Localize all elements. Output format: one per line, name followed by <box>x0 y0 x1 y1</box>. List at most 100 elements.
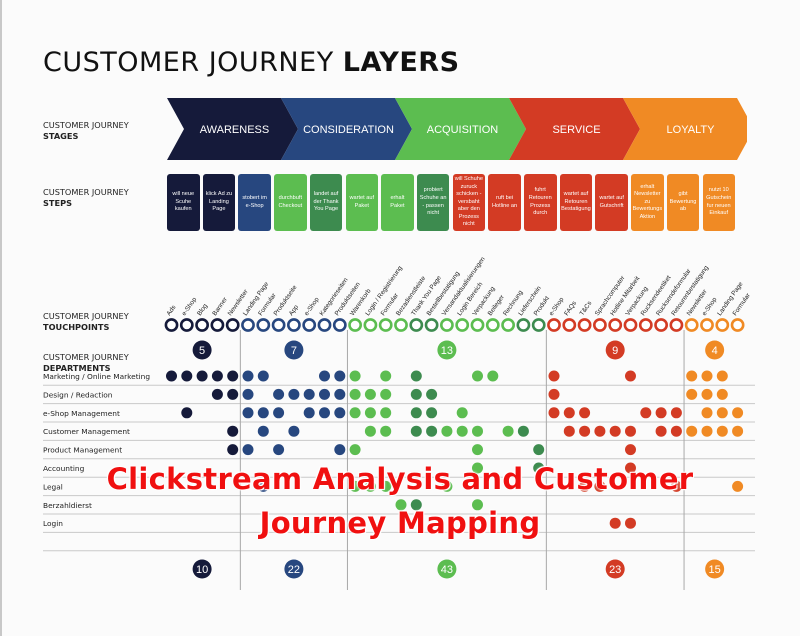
stage-loyalty: LOYALTY <box>623 98 747 160</box>
department-touchpoint-dot <box>196 370 208 382</box>
department-touchpoint-dot <box>548 407 560 419</box>
total-circle <box>605 559 625 579</box>
touchpoint-ring <box>378 318 393 332</box>
touchpoint-count-badge: 5 <box>192 340 212 360</box>
overlay-title-line2: Journey Mapping <box>259 506 541 540</box>
department-touchpoint-dot <box>273 388 285 400</box>
touchpoint-ring <box>317 318 332 332</box>
department-touchpoint-dot <box>579 480 591 492</box>
count-value: 9 <box>612 345 618 357</box>
department-touchpoint-dot <box>334 388 346 400</box>
section-label-line2: STEPS <box>43 198 72 208</box>
department-touchpoint-dot <box>716 370 728 382</box>
department-touchpoint-dot <box>380 425 392 437</box>
touchpoint-ring <box>286 318 301 332</box>
department-touchpoint-dot <box>334 370 346 382</box>
section-label-line1: CUSTOMER JOURNEY <box>43 311 129 321</box>
touchpoint-ring <box>363 318 378 332</box>
department-touchpoint-dot <box>441 480 453 492</box>
department-touchpoint-dot <box>472 444 483 456</box>
touchpoint-ring <box>394 318 408 332</box>
touchpoint: FAQs <box>562 300 578 332</box>
stage-chevron <box>395 98 526 160</box>
title-bold: LAYERS <box>342 47 460 78</box>
department-touchpoint-dot <box>257 370 269 382</box>
touchpoint-ring <box>623 318 638 332</box>
touchpoint-count-badge: 9 <box>605 340 625 360</box>
department-touchpoint-dot <box>410 425 422 437</box>
department-touchpoint-dot <box>303 407 315 419</box>
step-card: durchbuft Checkout <box>274 174 307 231</box>
department-touchpoint-dot <box>426 425 438 437</box>
department-touchpoint-dot <box>716 407 728 419</box>
department-touchpoint-dot <box>625 425 636 437</box>
department-row: Marketing / Online Marketing <box>43 370 728 382</box>
department-touchpoint-dot <box>625 444 636 456</box>
touchpoint-ring <box>593 318 607 332</box>
department-touchpoint-dot <box>257 407 269 419</box>
department-label: Design / Redaction <box>43 390 113 399</box>
department-touchpoint-dot <box>533 462 545 474</box>
department-touchpoint-dot <box>181 407 193 419</box>
overlay-title-line1: Clickstream Analysis and Customer <box>106 462 694 496</box>
department-touchpoint-dot <box>211 370 223 382</box>
touchpoint: T&Cs <box>577 300 593 332</box>
stage-service: SERVICE <box>509 98 640 160</box>
title-regular: CUSTOMER JOURNEY <box>43 47 343 78</box>
department-touchpoint-dot <box>273 444 285 456</box>
step-card: will Schuhe zuruck schicken - versbaht a… <box>452 174 486 231</box>
department-touchpoint-dot <box>472 462 483 474</box>
department-touchpoint-dot <box>670 425 682 437</box>
department-touchpoint-dot <box>441 425 453 437</box>
department-touchpoint-dot <box>227 444 239 456</box>
department-touchpoint-dot <box>349 480 361 492</box>
stage-chevron <box>623 98 747 160</box>
step-card: wartet auf Retouren Bestatigung <box>559 174 593 231</box>
step-text: probiert Schuhe an - passen nicht <box>419 187 447 217</box>
department-label: Legal <box>43 482 63 491</box>
department-touchpoint-dot <box>410 499 422 511</box>
step-text: ruft bei Hotline an <box>491 194 518 209</box>
department-total-badge: 23 <box>605 559 625 579</box>
department-touchpoint-dot <box>395 499 407 511</box>
department-touchpoint-dot <box>242 388 254 400</box>
total-value: 10 <box>196 564 208 576</box>
stage-label: CONSIDERATION <box>303 124 394 136</box>
department-touchpoint-dot <box>380 407 392 419</box>
department-touchpoint-dot <box>716 388 728 400</box>
touchpoint-ring <box>547 318 561 332</box>
touchpoint-ring <box>256 318 271 332</box>
department-touchpoint-dot <box>701 370 713 382</box>
step-text: nutzt 10 Gutschein fur neuen Einkauf <box>706 187 732 217</box>
department-touchpoint-dot <box>456 425 468 437</box>
department-touchpoint-dot <box>472 370 483 382</box>
department-touchpoint-dot <box>426 407 438 419</box>
department-touchpoint-dot <box>563 407 575 419</box>
total-value: 23 <box>609 564 621 576</box>
step-text: wartet auf Paket <box>349 194 375 209</box>
step-card: erhalt Paket <box>381 174 414 231</box>
count-value: 5 <box>199 345 205 357</box>
step-card: ruft bei Hotline an <box>488 174 521 231</box>
count-circle <box>605 340 625 360</box>
step-card: wartet auf Paket <box>345 174 378 231</box>
department-total-badge: 10 <box>192 559 212 579</box>
department-touchpoint-dot <box>472 425 483 437</box>
department-touchpoint-dot <box>625 517 636 529</box>
department-touchpoint-dot <box>487 370 499 382</box>
department-touchpoint-dot <box>349 444 361 456</box>
count-circle <box>705 340 725 360</box>
count-value: 7 <box>291 345 297 357</box>
touchpoint-ring <box>409 318 424 332</box>
count-circle <box>284 340 304 360</box>
touchpoint-ring <box>638 318 653 332</box>
touchpoint-ring <box>179 318 194 332</box>
department-touchpoint-dot <box>548 388 560 400</box>
step-text: stobert im e-Shop <box>242 194 267 209</box>
department-total-badge: 22 <box>284 559 304 579</box>
department-row: Customer Management <box>43 425 744 437</box>
